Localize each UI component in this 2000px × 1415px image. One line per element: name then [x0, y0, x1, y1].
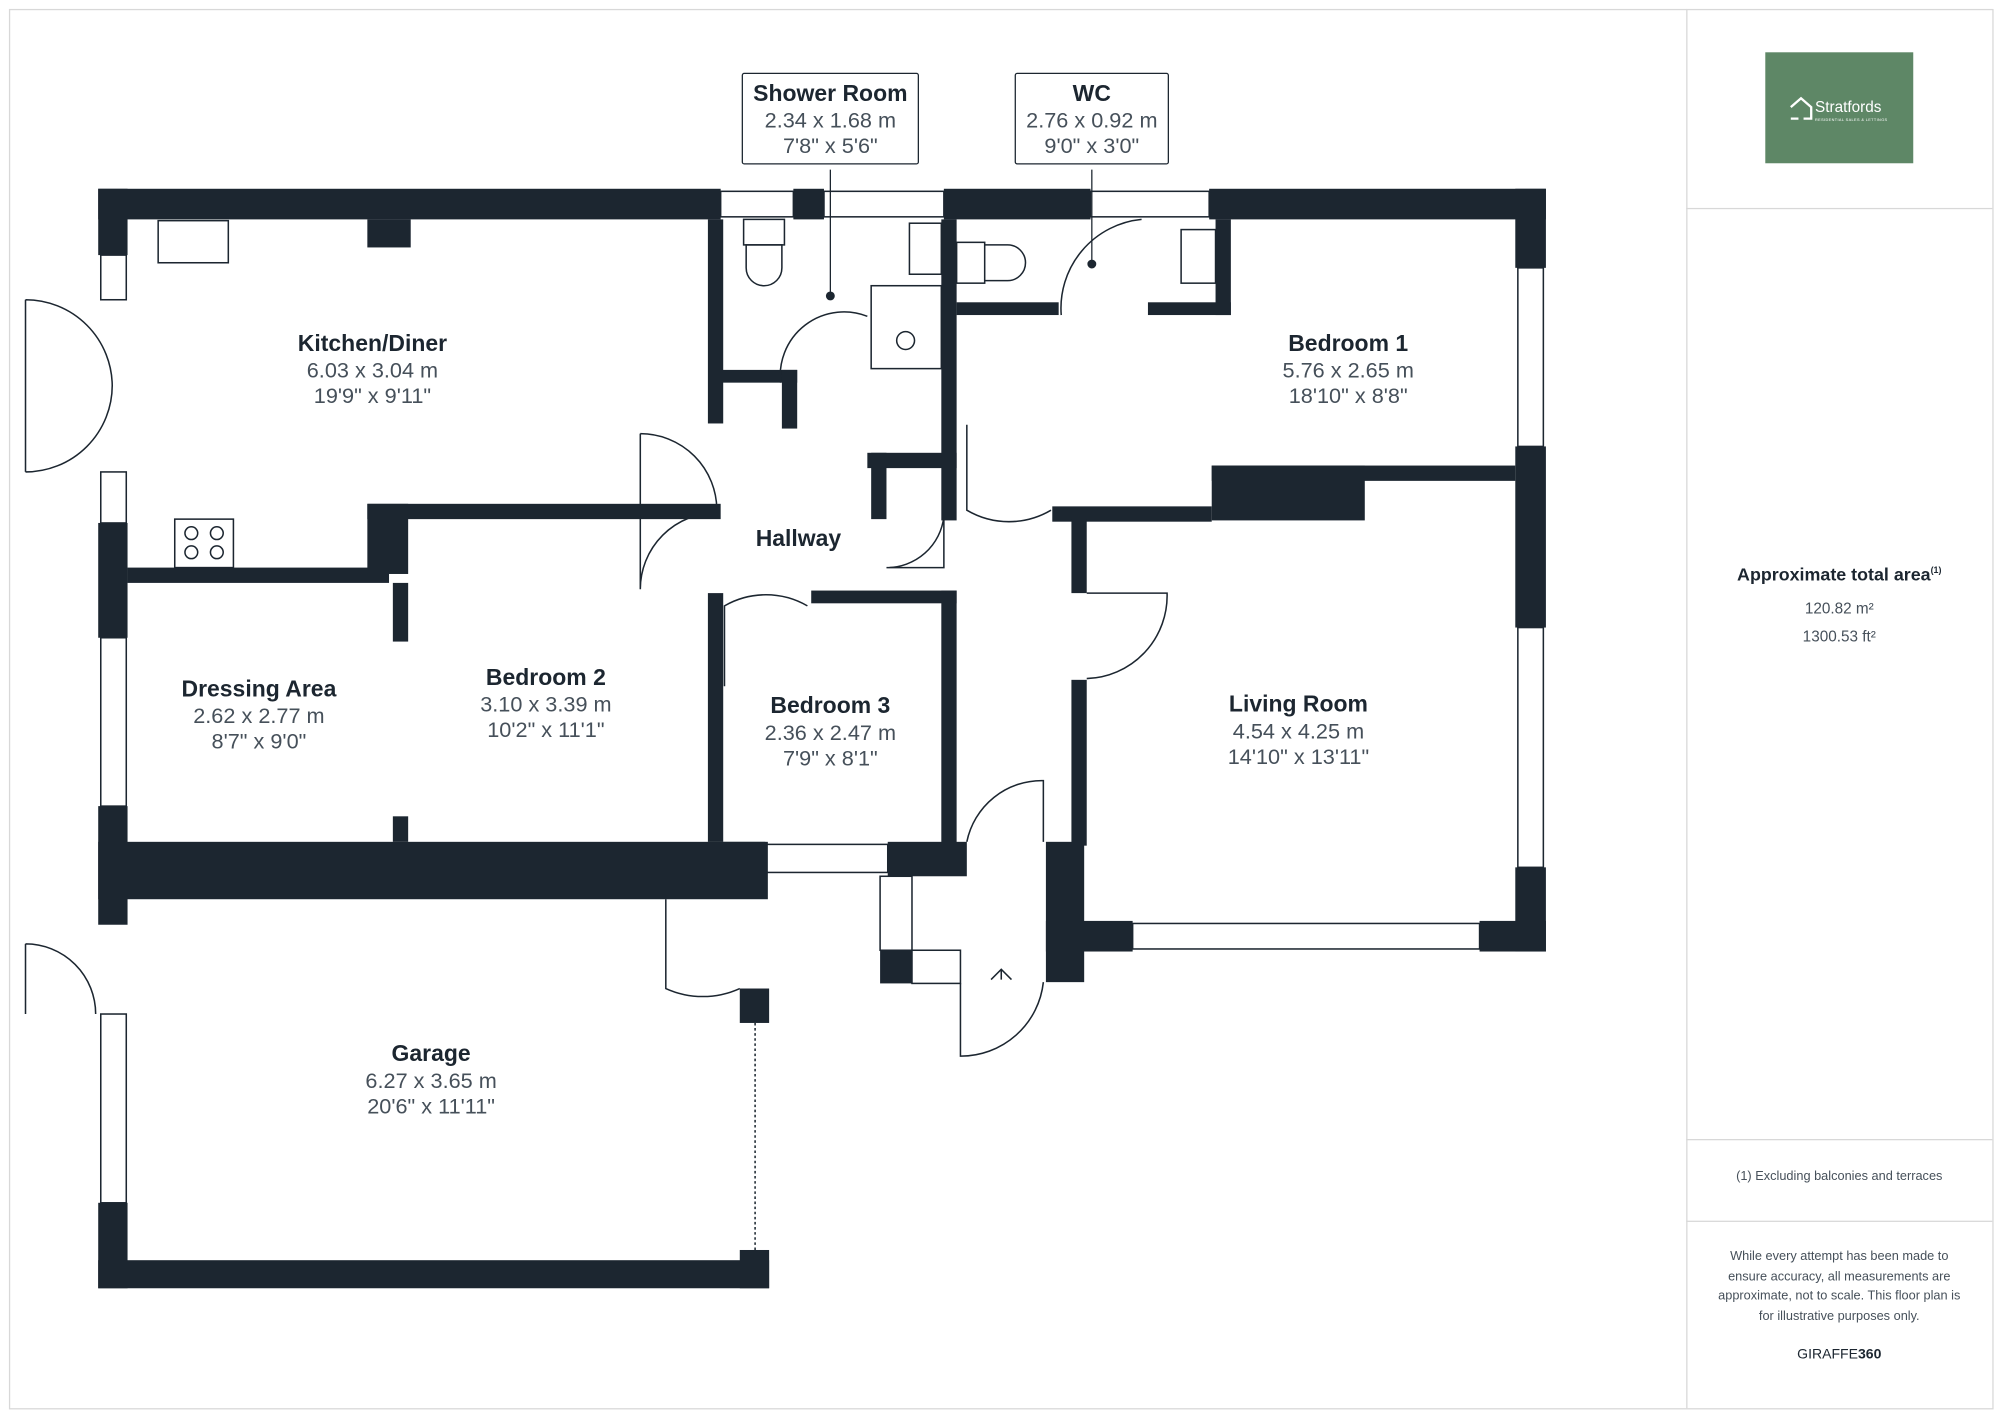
- room-dimensions-imperial: 18'10" x 8'8": [1288, 383, 1408, 409]
- room-name: Shower Room: [753, 80, 908, 106]
- room-dimensions-metric: 2.36 x 2.47 m: [764, 720, 897, 745]
- room-dimensions-imperial: 8'7" x 9'0": [211, 729, 307, 754]
- room-dimensions-imperial: 14'10" x 13'11": [1227, 744, 1370, 770]
- room-dimensions-imperial: 19'9" x 9'11": [313, 383, 432, 409]
- room-dimensions-imperial: 7'9" x 8'1": [782, 746, 878, 771]
- divider: [1686, 1139, 1993, 1141]
- footnote: (1) Excluding balconies and terraces: [1736, 1169, 1943, 1184]
- sidebar-divider: [1686, 8, 1688, 1409]
- area-imperial: 1300.53 ft²: [1802, 627, 1876, 646]
- room-dimensions-imperial: 20'6" x 11'11": [367, 1094, 496, 1119]
- area-title: Approximate total area(1): [1687, 564, 1991, 584]
- room-label-wc: WC 2.76 x 0.92 m 9'0" x 3'0": [1014, 72, 1170, 165]
- credit-text: GIRAFFE: [1797, 1346, 1858, 1363]
- room-label-bedroom-3: Bedroom 3 2.36 x 2.47 m 7'9" x 8'1": [765, 690, 896, 772]
- room-dimensions-metric: 4.54 x 4.25 m: [1232, 719, 1365, 744]
- area-title-text: Approximate total area: [1737, 563, 1931, 585]
- room-name: Dressing Area: [181, 676, 337, 702]
- brand-tagline: RESIDENTIAL SALES & LETTINGS: [1815, 117, 1888, 123]
- room-dimensions-imperial: 9'0" x 3'0": [1044, 133, 1140, 159]
- credit-logo: GIRAFFE360: [1687, 1347, 1991, 1362]
- room-label-living-room: Living Room 4.54 x 4.25 m 14'10" x 13'11…: [1228, 689, 1369, 771]
- brand-logo: Stratfords RESIDENTIAL SALES & LETTINGS: [1765, 52, 1914, 164]
- room-label-hallway: Hallway: [756, 523, 842, 554]
- room-name: Hallway: [755, 525, 842, 552]
- room-dimensions-metric: 6.03 x 3.04 m: [306, 358, 439, 383]
- windows-doors: [24, 190, 1545, 1250]
- room-name: Garage: [391, 1040, 471, 1067]
- room-label-garage: Garage 6.27 x 3.65 m 20'6" x 11'11": [365, 1038, 496, 1120]
- room-name: WC: [1072, 80, 1111, 106]
- dimension-pointers: [825, 169, 1097, 301]
- room-name: Bedroom 3: [770, 692, 891, 719]
- room-dimensions-metric: 2.34 x 1.68 m: [764, 108, 897, 133]
- room-label-kitchen-diner: Kitchen/Diner 6.03 x 3.04 m 19'9" x 9'11…: [298, 328, 447, 410]
- room-dimensions-metric: 2.62 x 2.77 m: [193, 704, 325, 729]
- room-dimensions-imperial: 7'8" x 5'6": [782, 133, 878, 159]
- divider: [1686, 207, 1993, 210]
- footnote-mark: (1): [1930, 566, 1942, 576]
- divider: [1686, 1220, 1993, 1222]
- floor-plan: [24, 169, 1546, 1289]
- room-name: Bedroom 1: [1288, 330, 1409, 356]
- room-dimensions-metric: 2.76 x 0.92 m: [1026, 108, 1158, 133]
- brand-name: Stratfords: [1815, 98, 1882, 117]
- room-label-dressing-area: Dressing Area 2.62 x 2.77 m 8'7" x 9'0": [182, 673, 337, 755]
- house-icon: [1790, 96, 1813, 120]
- room-dimensions-metric: 6.27 x 3.65 m: [365, 1068, 497, 1094]
- disclaimer: While every attempt has been made to ens…: [1718, 1249, 1961, 1324]
- room-dimensions-imperial: 10'2" x 11'1": [487, 718, 605, 743]
- room-name: Kitchen/Diner: [297, 330, 448, 356]
- room-label-bedroom-1: Bedroom 1 5.76 x 2.65 m 18'10" x 8'8": [1283, 328, 1414, 410]
- room-dimensions-metric: 5.76 x 2.65 m: [1282, 358, 1414, 383]
- room-label-shower-room: Shower Room 2.34 x 1.68 m 7'8" x 5'6": [741, 72, 920, 165]
- area-metric: 120.82 m²: [1804, 599, 1874, 618]
- room-dimensions-metric: 3.10 x 3.39 m: [480, 692, 612, 717]
- walls: [98, 188, 1546, 1289]
- room-label-bedroom-2: Bedroom 2 3.10 x 3.39 m 10'2" x 11'1": [480, 662, 611, 744]
- sheet-border: [8, 8, 1994, 1410]
- room-name: Living Room: [1228, 691, 1368, 717]
- credit-number: 360: [1857, 1346, 1882, 1363]
- room-name: Bedroom 2: [485, 664, 606, 691]
